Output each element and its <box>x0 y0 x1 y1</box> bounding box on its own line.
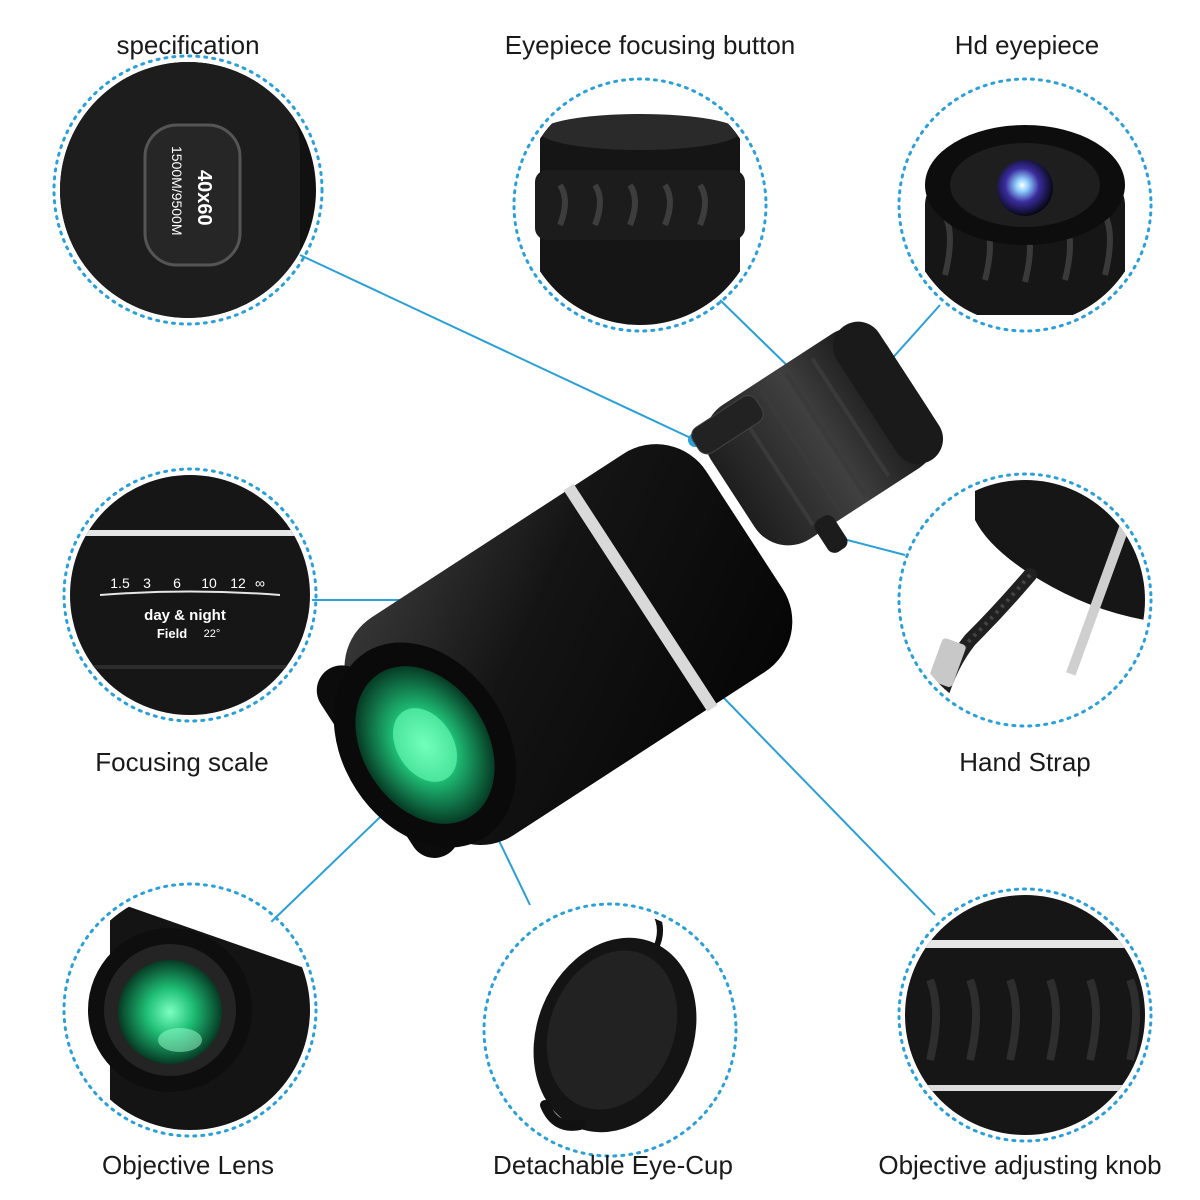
detail-adjusting-knob <box>897 887 1153 1143</box>
detail-focusing-scale: 1.5 3 6 10 12 ∞ day & night Field 22° <box>62 467 318 723</box>
label-detachable-eye-cup: Detachable Eye-Cup <box>493 1150 733 1180</box>
label-eyepiece-focusing-button: Eyepiece focusing button <box>504 30 796 60</box>
scale-tick-5: 12 <box>230 575 246 591</box>
detail-objective-lens <box>62 882 318 1138</box>
spec-range: 1500M/9500M <box>169 146 185 236</box>
leader-lines <box>267 254 941 926</box>
detail-hd-eyepiece <box>897 77 1153 333</box>
scale-tick-4: 10 <box>201 575 217 591</box>
detail-hand-strap <box>897 472 1153 728</box>
scale-mode: day & night <box>144 607 226 624</box>
scale-tick-1: 1.5 <box>110 575 130 591</box>
field-value: 22° <box>204 628 221 640</box>
label-objective-adjusting-knob: Objective adjusting knob <box>878 1150 1162 1180</box>
monocular-telescope <box>316 321 944 858</box>
spec-magnification: 40x60 <box>193 170 215 226</box>
label-hand-strap: Hand Strap <box>959 747 1091 777</box>
detail-eye-cup <box>482 902 738 1158</box>
label-specification: specification <box>116 30 260 60</box>
scale-tick-2: 3 <box>143 575 151 591</box>
scale-tick-6: ∞ <box>255 575 265 591</box>
scale-tick-3: 6 <box>173 575 181 591</box>
label-focusing-scale: Focusing scale <box>95 747 269 777</box>
label-hd-eyepiece: Hd eyepiece <box>954 30 1100 60</box>
detail-specification: 40x60 1500M/9500M <box>52 54 324 326</box>
field-label: Field <box>157 626 187 641</box>
label-objective-lens: Objective Lens <box>102 1150 274 1180</box>
detail-eyepiece-focusing-button <box>512 77 768 333</box>
